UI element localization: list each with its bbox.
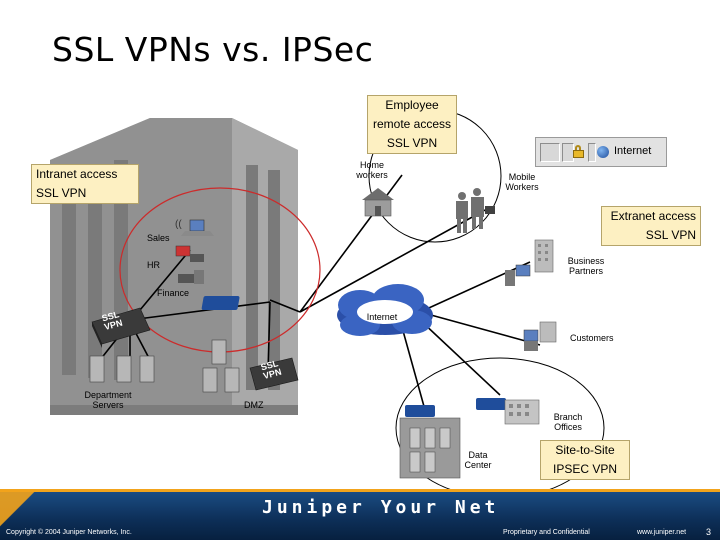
house-icon [362, 188, 394, 217]
footer-copyright: Copyright © 2004 Juniper Networks, Inc. [6, 529, 132, 536]
label-hr: HR [147, 260, 160, 270]
browser-status-bar: Internet [535, 137, 667, 167]
router-internet [201, 296, 240, 310]
mobile-workers-icon [456, 188, 495, 233]
sales-laptop-icon: (( [175, 219, 214, 236]
label-internet: Internet [366, 312, 398, 322]
dmz-servers-icon [202, 339, 240, 393]
svg-text:((: (( [175, 219, 182, 230]
ssl-vpn-appliance-left [91, 307, 151, 348]
footer-url: www.juniper.net [637, 529, 687, 536]
slide-title: SSL VPNs vs. IPSec [52, 30, 374, 69]
data-center-icon [399, 417, 461, 479]
footer-page-number: 3 [706, 527, 712, 537]
hr-phone-icon [175, 245, 204, 262]
footer-logo: Juniper Your Net [262, 497, 500, 518]
footer-bar [0, 489, 720, 540]
callout-extranet-access: Extranet access SSL VPN [601, 206, 701, 246]
lock-icon [573, 145, 584, 158]
router-branch [476, 398, 506, 410]
branch-building-icon [504, 399, 540, 425]
customers-icon [523, 321, 557, 351]
network-diagram: (( [50, 109, 605, 490]
label-customers: Customers [570, 333, 614, 343]
footer-confidential: Proprietary and Confidential [503, 529, 590, 536]
callout-intranet-access: Intranet access SSL VPN [31, 164, 139, 204]
globe-icon [597, 146, 609, 158]
browser-zone-label: Internet [614, 145, 652, 157]
finance-phone-icon [178, 270, 204, 284]
branch-ring [395, 357, 605, 490]
business-partners-icon [505, 239, 554, 286]
label-dmz: DMZ [244, 400, 264, 410]
router-datacenter [405, 405, 435, 417]
internet-cloud [337, 284, 433, 336]
callout-employee-remote-access: Employee remote access SSL VPN [367, 95, 457, 154]
label-sales: Sales [147, 233, 170, 243]
department-servers-icon [89, 355, 155, 383]
label-finance: Finance [157, 288, 190, 298]
footer-swoosh [0, 489, 54, 540]
footer-accent-band [0, 489, 720, 492]
ssl-vpn-appliance-dmz [249, 357, 299, 391]
callout-site-to-site: Site-to-Site IPSEC VPN [540, 440, 630, 480]
